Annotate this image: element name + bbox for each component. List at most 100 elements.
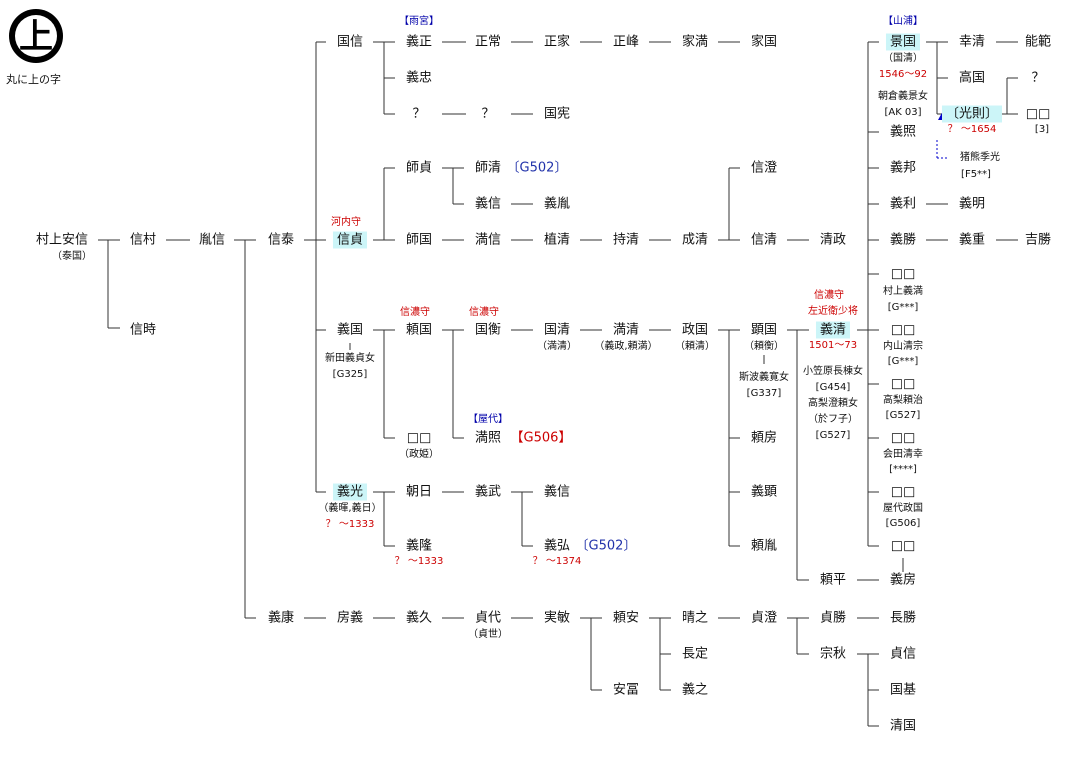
spouse-asakura: 朝倉義景女 (878, 91, 928, 102)
person-kunimoto: 国基 (889, 682, 917, 698)
person-yorifusa: 頼房 (750, 430, 778, 446)
person-akikuni: 顕国 (750, 322, 778, 338)
person-mitsunori: 〔光則〕 (941, 105, 1003, 123)
person-kagekuni-alt: （国清） (883, 53, 923, 64)
spouse-shiba: 斯波義寛女 (739, 372, 789, 383)
note-amamiya: 【雨宮】 (399, 16, 439, 27)
daughter-3: □□ (890, 376, 916, 392)
person-kagekuni: 景国 (885, 33, 921, 51)
person-yoritane: 頼胤 (750, 538, 778, 554)
daughter-3-spouse: 高梨頼治 (883, 395, 923, 406)
person-yoshiaki-2: 義明 (958, 196, 986, 212)
daughter-4-spouse: 会田清幸 (883, 449, 923, 460)
person-nohan: 能範 (1024, 34, 1052, 50)
daughter-4-ref: [****] (889, 464, 917, 475)
person-sanetoshi: 実敏 (543, 610, 571, 626)
daughter-2: □□ (890, 322, 916, 338)
daughter-5: □□ (890, 484, 916, 500)
person-yoshitaka: 義隆 (405, 538, 433, 554)
person-kunikiyo-alt: （満清） (537, 341, 577, 352)
daughter-5-spouse: 屋代政国 (883, 503, 923, 514)
person-mitsunobu: 満信 (474, 232, 502, 248)
ref-f5: [F5**] (961, 169, 991, 180)
person-soshu: 宗秋 (819, 646, 847, 662)
daughter-4: □□ (890, 430, 916, 446)
person-yoshiyasu: 義康 (267, 610, 295, 626)
person-yoshitaka-years: ？ ～1333 (394, 556, 444, 567)
person-yoshitada: 義忠 (405, 70, 433, 86)
person-yoriyasu: 頼安 (612, 610, 640, 626)
person-nagakatsu: 長勝 (889, 610, 917, 626)
daughter-5-ref: [G506] (885, 518, 921, 529)
person-yoshihiro-years: ？ ～1374 (532, 556, 582, 567)
person-kunihira: 国衡 (474, 322, 502, 338)
person-mitsunori-years: ？ ～1654 (947, 124, 997, 135)
person-uekiyo: 植清 (543, 232, 571, 248)
ref-ak03: [AK 03] (884, 107, 922, 118)
person-kunisen: 国宪 (543, 106, 571, 122)
person-sadanobu: 貞信 (889, 646, 917, 662)
person-yoshikuni: 義国 (336, 322, 364, 338)
person-yoshikuni-2: 義邦 (889, 160, 917, 176)
family-crest-icon: 上 (8, 8, 64, 64)
person-mochikiyo: 持清 (612, 232, 640, 248)
person-nobusada: 信貞 (332, 231, 368, 249)
person-ranshin: 胤信 (198, 232, 226, 248)
note-three: [3] (1034, 124, 1050, 135)
person-sadakiyo: 貞澄 (750, 610, 778, 626)
spouse-okoto: （於フ子） (808, 414, 858, 425)
person-yoshimitsu-alt: （義暉,義日） (318, 503, 382, 514)
person-naokiyo: 成清 (681, 232, 709, 248)
spouse-takanashi: 高梨澄頼女 (808, 398, 858, 409)
ref-g502-morokiyo: 〔G502〕 (506, 160, 568, 176)
person-yukikiyo: 幸清 (958, 34, 986, 50)
ref-g527: [G527] (815, 430, 851, 441)
person-seihime: （政姫） (399, 449, 439, 460)
person-mitsukiyo: 満清 (612, 322, 640, 338)
daughter-6: □□ (890, 538, 916, 554)
person-yoshifusa: 義房 (889, 572, 917, 588)
person-sadayo-alt: （貞世） (468, 629, 508, 640)
person-yoshikiyo-years: 1501～73 (808, 340, 858, 351)
person-yoshitoshi: 義利 (889, 196, 917, 212)
person-yoshihiro: 義弘 (543, 538, 571, 554)
person-kunino: 国信 (336, 34, 364, 50)
person-kagekuni-years: 1546～92 (878, 69, 928, 80)
person-yorihira: 頼平 (819, 572, 847, 588)
person-unknown-1: ？ (412, 106, 426, 122)
person-kiyokuni: 清国 (889, 718, 917, 734)
person-yoshitake: 義武 (474, 484, 502, 500)
person-yoshiyuki: 義之 (681, 682, 709, 698)
person-yasunobu: 村上安信 (35, 232, 89, 248)
note-yashiro: 【屋代】 (468, 414, 508, 425)
spouse-nitta: 新田義貞女 (325, 353, 375, 364)
note-yamaura: 【山浦】 (883, 16, 923, 27)
person-asahi: 朝日 (405, 484, 433, 500)
spouse-ogasawara: 小笠原長棟女 (803, 366, 863, 377)
person-yoshinobu-1: 義信 (474, 196, 502, 212)
person-mitsukiyo-alt: （義政,頼満） (594, 341, 658, 352)
person-yoshimitsu-years: ？ ～1333 (325, 519, 375, 530)
person-akikuni-alt: （頼衡） (744, 341, 784, 352)
person-yoshimitsu: 義光 (332, 483, 368, 501)
person-iekuni: 家国 (750, 34, 778, 50)
person-yoshishige: 義重 (958, 232, 986, 248)
person-kiyomasa: 清政 (819, 232, 847, 248)
person-yoshikatsu-2: 吉勝 (1024, 232, 1052, 248)
person-yoshikiyo: 義清 (815, 321, 851, 339)
person-fusayoshi: 房義 (336, 610, 364, 626)
person-masatsune: 正常 (474, 34, 502, 50)
person-masakuni-alt: （頼清） (675, 341, 715, 352)
daughter-2-ref: [G***] (887, 356, 919, 367)
person-nobumura: 信村 (129, 232, 157, 248)
ref-g502-yoshihiro: 〔G502〕 (575, 538, 637, 554)
person-unknown-3: ？ (1031, 70, 1045, 86)
person-yoshinobu-2: 義信 (543, 484, 571, 500)
person-nobukiyo: 信清 (750, 232, 778, 248)
person-morokiyo: 師清 (474, 160, 502, 176)
note-sakon: 左近衛少将 (808, 306, 858, 317)
person-yoshikatsu: 義勝 (889, 232, 917, 248)
person-box-right: □□ (1025, 106, 1051, 122)
person-kunikiyo: 国清 (543, 322, 571, 338)
